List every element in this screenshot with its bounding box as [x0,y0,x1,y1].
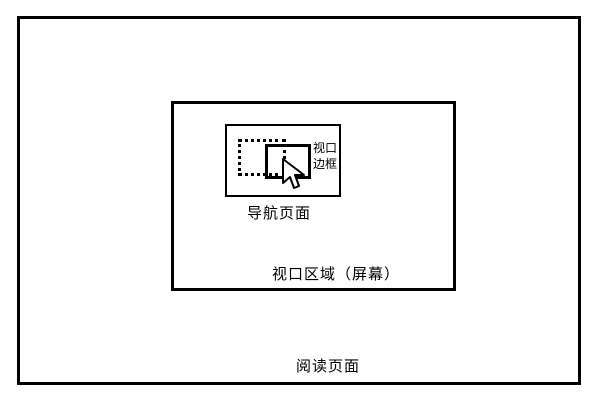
navigation-page-label: 导航页面 [247,204,312,222]
navigation-page-frame [225,124,341,197]
reading-page-frame [17,16,581,385]
arrow-cursor-icon [282,158,305,189]
viewport-border-previous-dotted [238,139,286,176]
viewport-border-label: 视口边框 [313,141,338,171]
viewport-area-frame [171,101,456,291]
viewport-area-label: 视口区域（屏幕） [272,265,401,283]
reading-page-label: 阅读页面 [296,357,361,375]
